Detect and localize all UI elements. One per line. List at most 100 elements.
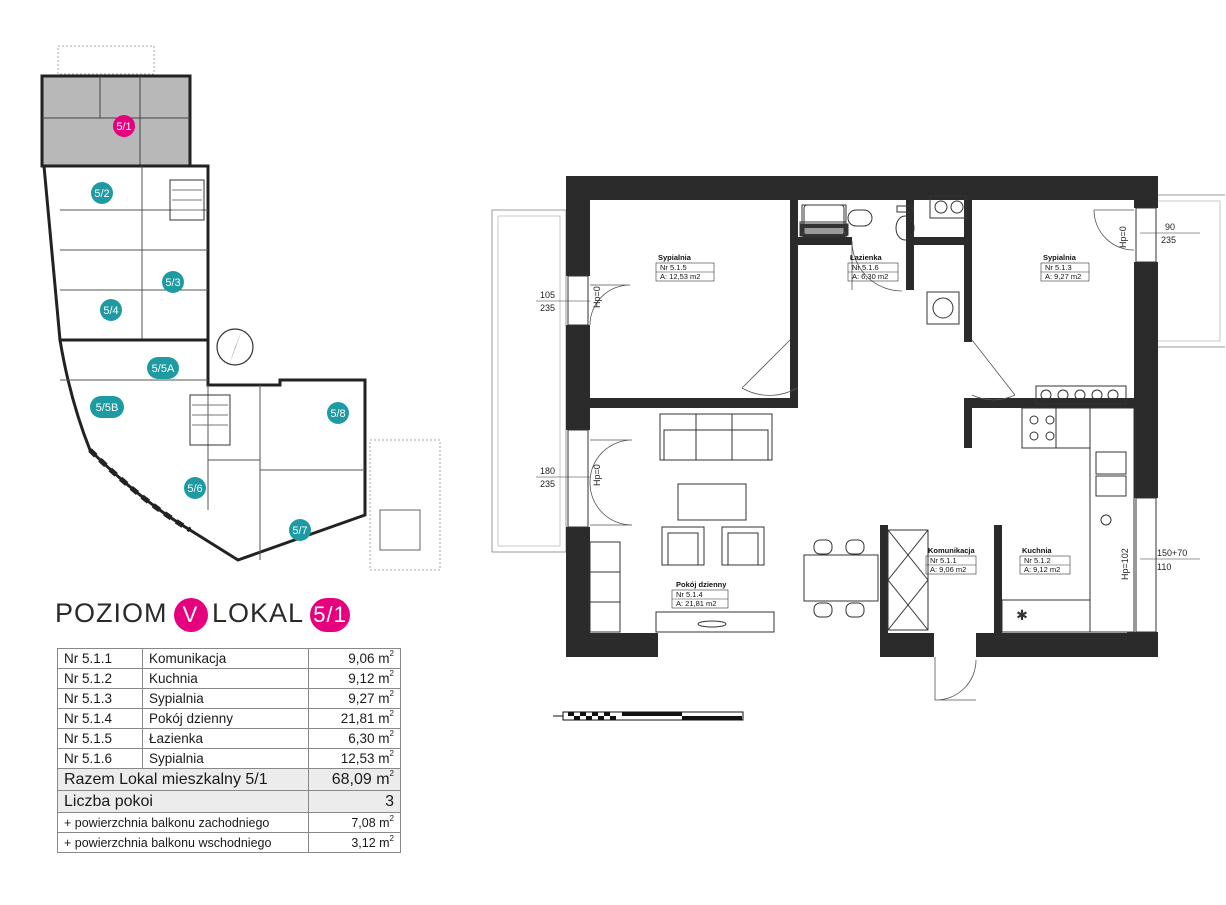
east-balcony bbox=[1149, 194, 1225, 348]
unit-badge-5-8[interactable]: 5/8 bbox=[327, 402, 349, 424]
room-nr: Nr 5.1.1 bbox=[57, 648, 143, 669]
room-label-hall-5-1-1: Komunikacja Nr 5.1.1 A: 9,06 m2 bbox=[925, 546, 977, 575]
sofa bbox=[659, 413, 773, 461]
svg-text:235: 235 bbox=[540, 303, 555, 313]
window-west-2 bbox=[567, 429, 589, 528]
svg-text:Sypialnia: Sypialnia bbox=[658, 253, 692, 262]
balcony-east-value: 3,12 m2 bbox=[307, 832, 402, 853]
level-label: POZIOM bbox=[55, 598, 168, 629]
room-area: 9,27 m2 bbox=[307, 688, 402, 709]
unit-badge-5-3[interactable]: 5/3 bbox=[162, 271, 184, 293]
svg-text:5/6: 5/6 bbox=[187, 483, 202, 495]
svg-text:Hp=0: Hp=0 bbox=[592, 286, 602, 308]
svg-text:A: 9,06 m2: A: 9,06 m2 bbox=[930, 565, 966, 574]
room-nr: Nr 5.1.2 bbox=[57, 668, 143, 689]
svg-text:5/2: 5/2 bbox=[94, 188, 109, 200]
room-area: 6,30 m2 bbox=[307, 728, 402, 749]
svg-text:180: 180 bbox=[540, 466, 555, 476]
svg-text:Pokój dzienny: Pokój dzienny bbox=[676, 580, 727, 589]
room-area: 9,06 m2 bbox=[307, 648, 402, 669]
svg-text:A: 9,12 m2: A: 9,12 m2 bbox=[1024, 565, 1060, 574]
unit-label: LOKAL bbox=[212, 598, 305, 629]
scale-bar bbox=[553, 711, 744, 721]
unit-badge-5-7[interactable]: 5/7 bbox=[289, 519, 311, 541]
window-east-2 bbox=[1135, 497, 1157, 633]
svg-text:Nr 5.1.5: Nr 5.1.5 bbox=[660, 263, 687, 272]
svg-text:5/5B: 5/5B bbox=[96, 402, 119, 414]
svg-text:Hp=0: Hp=0 bbox=[1118, 226, 1128, 248]
svg-text:Sypialnia: Sypialnia bbox=[1043, 253, 1077, 262]
svg-text:A: 9,27 m2: A: 9,27 m2 bbox=[1045, 272, 1081, 281]
washing-machine-icon bbox=[926, 291, 960, 325]
room-nr: Nr 5.1.5 bbox=[57, 728, 143, 749]
svg-text:A: 21,81 m2: A: 21,81 m2 bbox=[676, 599, 716, 608]
room-name: Łazienka bbox=[142, 728, 309, 749]
unit-badge-5-4[interactable]: 5/4 bbox=[100, 299, 122, 321]
unit-badge-5-6[interactable]: 5/6 bbox=[184, 477, 206, 499]
coffee-table bbox=[677, 483, 747, 521]
unit-badge-5-2[interactable]: 5/2 bbox=[91, 182, 113, 204]
unit-badge-5-1[interactable]: 5/1 bbox=[113, 115, 135, 137]
window-dim-east-1: 90 235 Hp=0 bbox=[1118, 222, 1200, 248]
room-area: 12,53 m2 bbox=[307, 748, 402, 769]
total-label: Razem Lokal mieszkalny 5/1 bbox=[57, 768, 309, 791]
apartment-floor-plan: ✱ Sypialnia Nr 5.1.5 A: 12,53 m2 Łazienk… bbox=[491, 176, 1225, 721]
cabinet bbox=[589, 541, 621, 633]
balcony-east-label: + powierzchnia balkonu wschodniego bbox=[57, 832, 309, 853]
room-name: Pokój dzienny bbox=[142, 708, 309, 729]
rooms-count-label: Liczba pokoi bbox=[57, 790, 309, 813]
room-area: 21,81 m2 bbox=[307, 708, 402, 729]
unit-badge: 5/1 bbox=[310, 598, 351, 632]
svg-text:Nr 5.1.1: Nr 5.1.1 bbox=[930, 556, 957, 565]
svg-text:Nr 5.1.2: Nr 5.1.2 bbox=[1024, 556, 1051, 565]
room-label-kitchen-5-1-2: Kuchnia Nr 5.1.2 A: 9,12 m2 bbox=[1019, 546, 1071, 575]
svg-text:5/7: 5/7 bbox=[292, 525, 307, 537]
svg-text:A: 6,30 m2: A: 6,30 m2 bbox=[852, 272, 888, 281]
room-name: Komunikacja bbox=[142, 648, 309, 669]
room-area: 9,12 m2 bbox=[307, 668, 402, 689]
unit-badge-5-5a[interactable]: 5/5A bbox=[147, 357, 179, 379]
walls bbox=[566, 176, 1158, 657]
svg-text:✱: ✱ bbox=[1016, 607, 1028, 623]
window-dim-west-1: 105 235 Hp=0 bbox=[536, 286, 602, 313]
svg-text:Komunikacja: Komunikacja bbox=[928, 546, 976, 555]
west-balcony bbox=[491, 209, 567, 553]
unit-badge-5-5b[interactable]: 5/5B bbox=[90, 396, 124, 418]
svg-text:Nr 5.1.3: Nr 5.1.3 bbox=[1045, 263, 1072, 272]
window-dim-east-2: 150+70 110 Hp=102 bbox=[1120, 548, 1200, 580]
svg-text:5/3: 5/3 bbox=[165, 277, 180, 289]
room-label-bathroom-5-1-6: Łazienka Nr 5.1.6 A: 6,30 m2 bbox=[847, 253, 899, 282]
total-value: 68,09 m2 bbox=[307, 768, 402, 791]
building-key-plan: 5/1 5/2 5/3 5/4 5/5A 5/5B 5/8 5/6 5/7 bbox=[40, 45, 441, 571]
kitchen-counter bbox=[1021, 407, 1057, 449]
room-label-bedroom-5-1-3: Sypialnia Nr 5.1.3 A: 9,27 m2 bbox=[1040, 253, 1090, 282]
room-nr: Nr 5.1.4 bbox=[57, 708, 143, 729]
toilet-icon bbox=[895, 215, 915, 241]
balcony-west-label: + powierzchnia balkonu zachodniego bbox=[57, 812, 309, 833]
svg-text:Nr 5.1.6: Nr 5.1.6 bbox=[852, 263, 879, 272]
level-badge: V bbox=[173, 598, 208, 632]
svg-text:5/8: 5/8 bbox=[330, 408, 345, 420]
balcony-west-value: 7,08 m2 bbox=[307, 812, 402, 833]
svg-text:5/4: 5/4 bbox=[103, 305, 118, 317]
room-label-living-5-1-4: Pokój dzienny Nr 5.1.4 A: 21,81 m2 bbox=[671, 580, 729, 609]
dining-table bbox=[803, 554, 879, 602]
svg-text:150+70: 150+70 bbox=[1157, 548, 1187, 558]
svg-text:90: 90 bbox=[1165, 222, 1175, 232]
window-east-1 bbox=[1135, 207, 1157, 263]
svg-text:105: 105 bbox=[540, 290, 555, 300]
wardrobe bbox=[887, 529, 929, 631]
window-dim-west-2: 180 235 Hp=0 bbox=[536, 464, 602, 489]
